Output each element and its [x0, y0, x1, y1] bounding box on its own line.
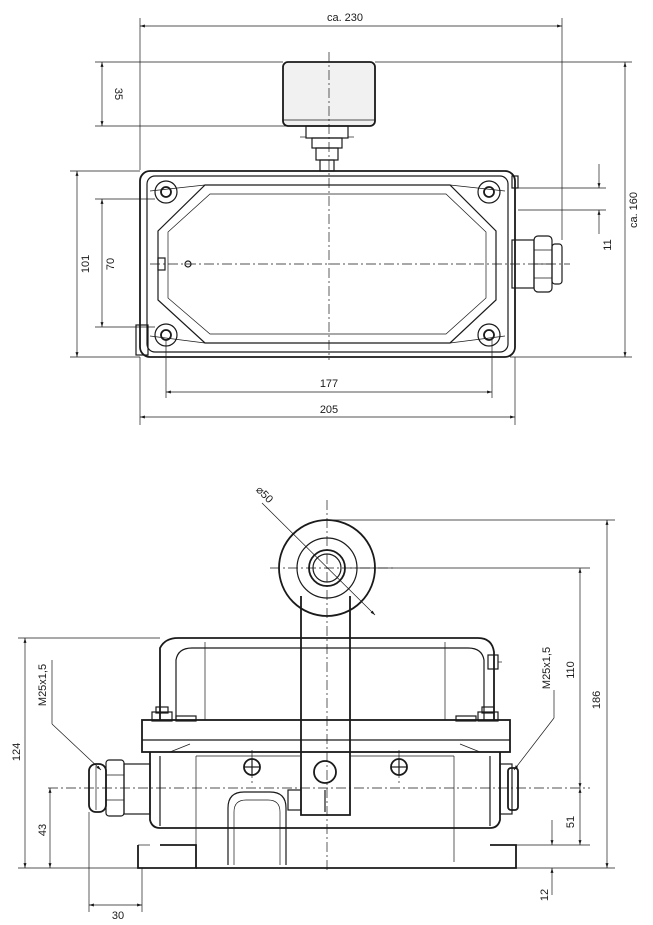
dim-gland-offset: 30 — [88, 812, 143, 922]
label-gland-offset: 30 — [112, 910, 124, 922]
label-roller-diameter: ⌀50 — [253, 484, 275, 506]
label-body-height: 101 — [80, 255, 92, 273]
dim-total-height: 186 — [327, 519, 615, 869]
dim-actuator-height: 35 — [95, 61, 300, 127]
label-hole-spacing-vertical: 70 — [105, 258, 117, 270]
dim-offset-right: 11 — [518, 164, 614, 251]
actuator-shaft — [300, 125, 354, 172]
label-foot-height: 12 — [539, 889, 551, 901]
housing-flange — [141, 706, 511, 753]
lever-arm — [287, 596, 351, 816]
dim-body-height: 101 — [70, 170, 140, 358]
thread-callout-right: M25x1,5 — [513, 647, 555, 771]
side-view: ⌀50 186 110 51 12 — [11, 484, 615, 922]
dim-lever-height: 110 — [350, 567, 590, 788]
dim-left-height: 124 — [11, 637, 160, 869]
label-lever-height: 110 — [565, 661, 577, 679]
dim-gland-height: 43 — [37, 788, 52, 868]
dim-hole-spacing-horizontal: 177 — [165, 340, 493, 398]
top-view: ca. 230 ca. 160 35 101 70 — [70, 12, 640, 425]
thread-callout-left: M25x1,5 — [37, 660, 102, 771]
label-offset-right: 11 — [602, 239, 614, 250]
label-total-height: 186 — [591, 691, 603, 709]
label-hole-spacing-horizontal: 177 — [320, 378, 338, 390]
screw-holes-top — [154, 180, 501, 347]
label-overall-height: ca. 160 — [628, 192, 640, 228]
housing-lid — [159, 637, 502, 720]
label-gland-height: 43 — [37, 824, 49, 836]
label-overall-width: ca. 230 — [327, 12, 363, 24]
dim-foot-height: 12 — [539, 820, 554, 901]
label-base-height: 51 — [565, 816, 577, 828]
dim-base-height: 51 — [500, 788, 590, 846]
label-left-height: 124 — [11, 743, 23, 761]
dim-overall-width: ca. 230 — [139, 12, 563, 240]
dim-overall-height: ca. 160 — [375, 61, 640, 358]
dim-body-width: 205 — [139, 357, 516, 425]
label-actuator-height: 35 — [112, 88, 124, 100]
cable-gland-right — [499, 763, 519, 815]
label-thread-right: M25x1,5 — [541, 647, 553, 689]
label-thread-left: M25x1,5 — [37, 664, 49, 706]
dim-hole-spacing-vertical: 70 — [95, 198, 155, 328]
label-body-width: 205 — [320, 404, 338, 416]
